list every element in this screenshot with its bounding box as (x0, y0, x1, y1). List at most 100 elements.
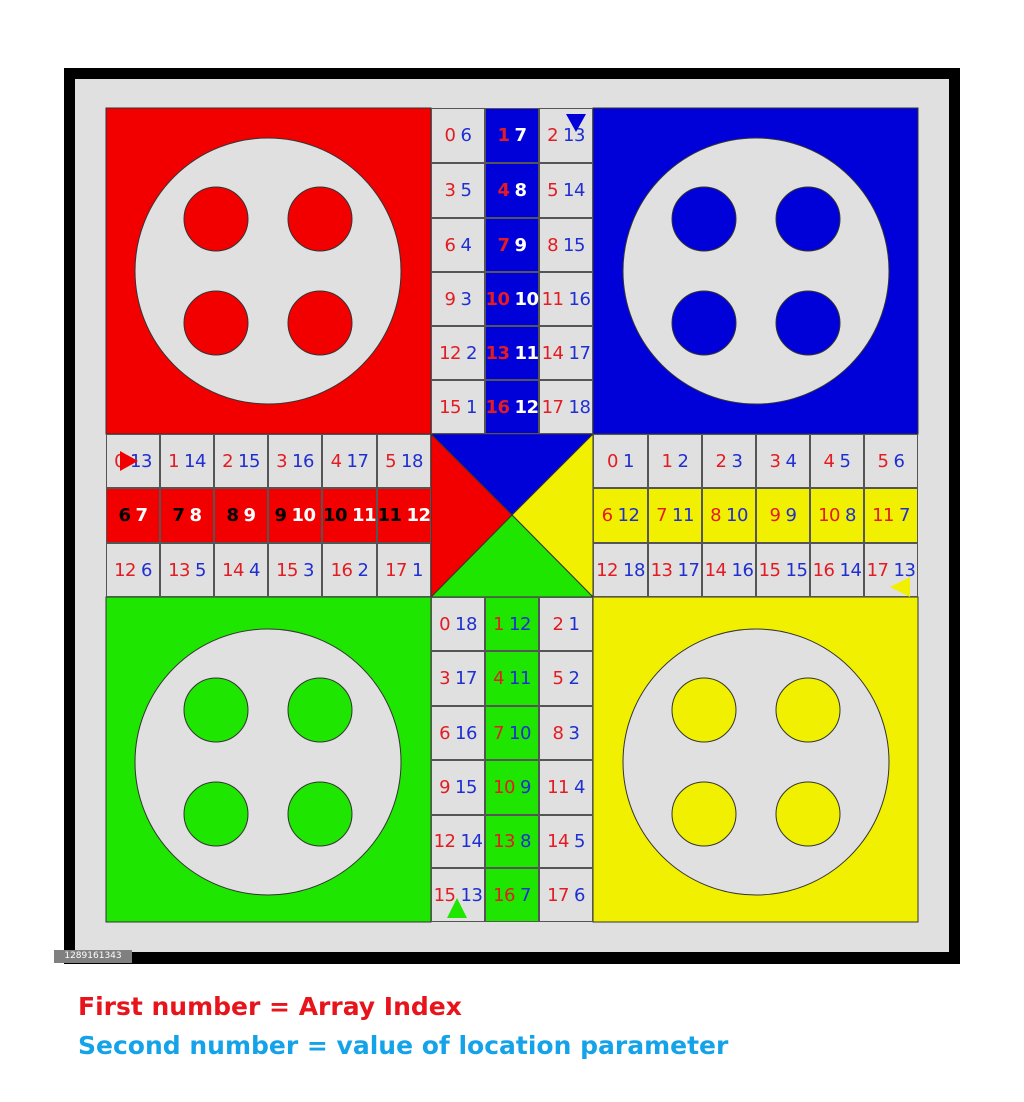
yellow-token-slot[interactable] (775, 781, 841, 847)
red-token-slot[interactable] (287, 290, 353, 356)
yellow-yard[interactable] (592, 596, 919, 923)
cell-array-index: 1 (497, 125, 510, 146)
red-token-slot[interactable] (183, 290, 249, 356)
cell-location-value: 4 (248, 559, 260, 581)
blue-token-slot[interactable] (775, 186, 841, 252)
cell-location-value: 2 (465, 342, 477, 364)
red-yard[interactable] (105, 107, 432, 435)
blue-token-slot[interactable] (671, 290, 737, 356)
green-token-slot[interactable] (183, 677, 249, 743)
blue-yard[interactable] (592, 107, 919, 435)
cell-location-value: 1 (411, 559, 423, 581)
cell-array-index: 0 (439, 613, 451, 635)
yellow-token-slot[interactable] (671, 781, 737, 847)
blue-token-slot[interactable] (775, 290, 841, 356)
blue-token-slot[interactable] (671, 186, 737, 252)
red-token-slot[interactable] (287, 186, 353, 252)
cell-location-value: 18 (401, 450, 423, 472)
green-yard[interactable] (105, 596, 432, 923)
cell-array-index: 11 (872, 505, 894, 526)
green-token-slot[interactable] (183, 781, 249, 847)
cell-location-value: 7 (514, 125, 528, 146)
green-token-slot[interactable] (287, 677, 353, 743)
cell-location-value: 7 (519, 884, 531, 906)
yellow-token-slot[interactable] (671, 677, 737, 743)
cell-location-value: 18 (623, 559, 645, 581)
cell-location-value: 10 (291, 505, 316, 526)
red-token-slot[interactable] (183, 186, 249, 252)
yellow-token-slot[interactable] (775, 677, 841, 743)
green-token-slot[interactable] (287, 781, 353, 847)
